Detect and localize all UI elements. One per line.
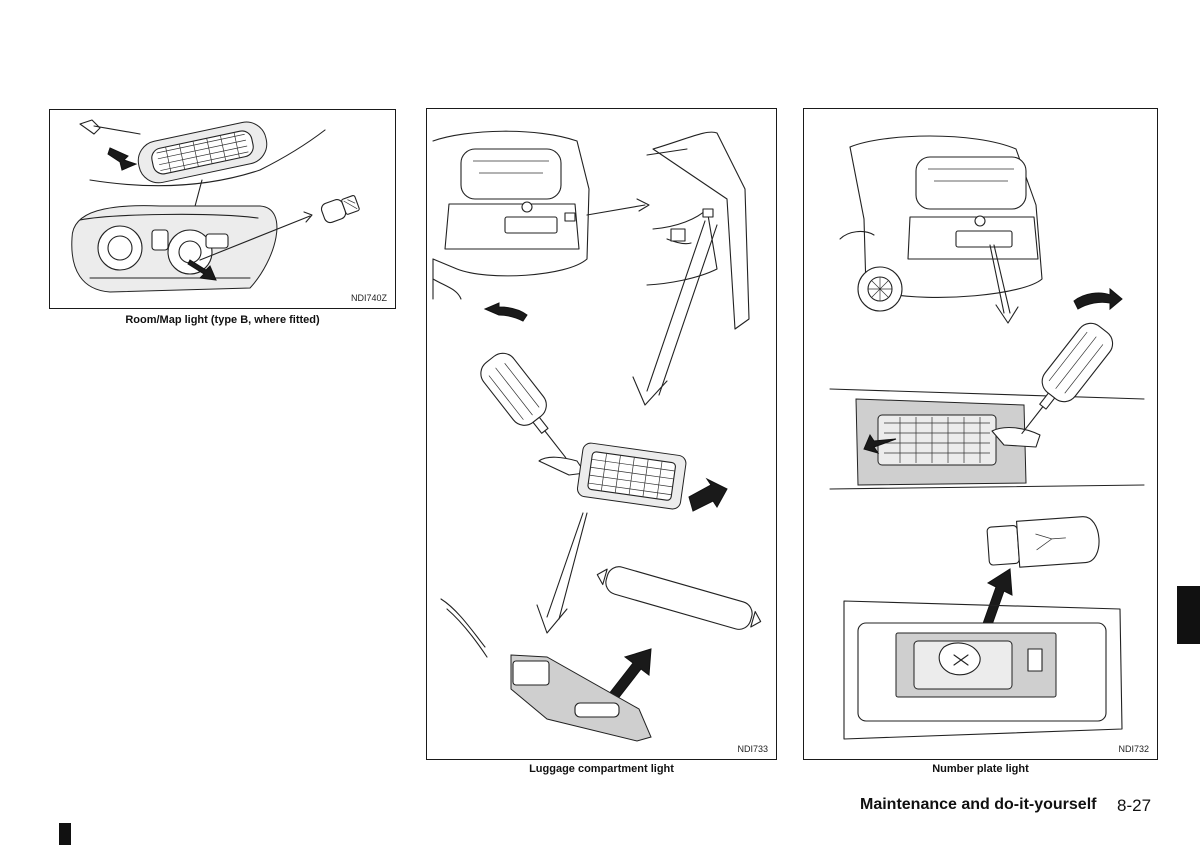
figure-id: NDI733 bbox=[737, 744, 768, 754]
figure-id: NDI732 bbox=[1118, 744, 1149, 754]
figure-caption: Room/Map light (type B, where fitted) bbox=[125, 314, 320, 326]
luggage-light-illustration bbox=[432, 130, 762, 742]
room-map-light-illustration bbox=[71, 119, 360, 293]
figure-caption: Number plate light bbox=[932, 763, 1029, 775]
page-marker bbox=[59, 823, 71, 845]
section-title: Maintenance and do-it-yourself bbox=[860, 796, 1097, 813]
figure-luggage-light: NDI733 bbox=[426, 108, 777, 760]
figure-number-plate-light: NDI732 bbox=[803, 108, 1158, 760]
figure-id: NDI740Z bbox=[350, 293, 387, 303]
chapter-tab bbox=[1177, 586, 1200, 644]
figure-caption: Luggage compartment light bbox=[529, 763, 674, 775]
figure-room-map-light: NDI740Z bbox=[49, 109, 396, 309]
number-plate-light-illustration bbox=[829, 135, 1145, 740]
page-number: 8-27 bbox=[1117, 796, 1152, 815]
